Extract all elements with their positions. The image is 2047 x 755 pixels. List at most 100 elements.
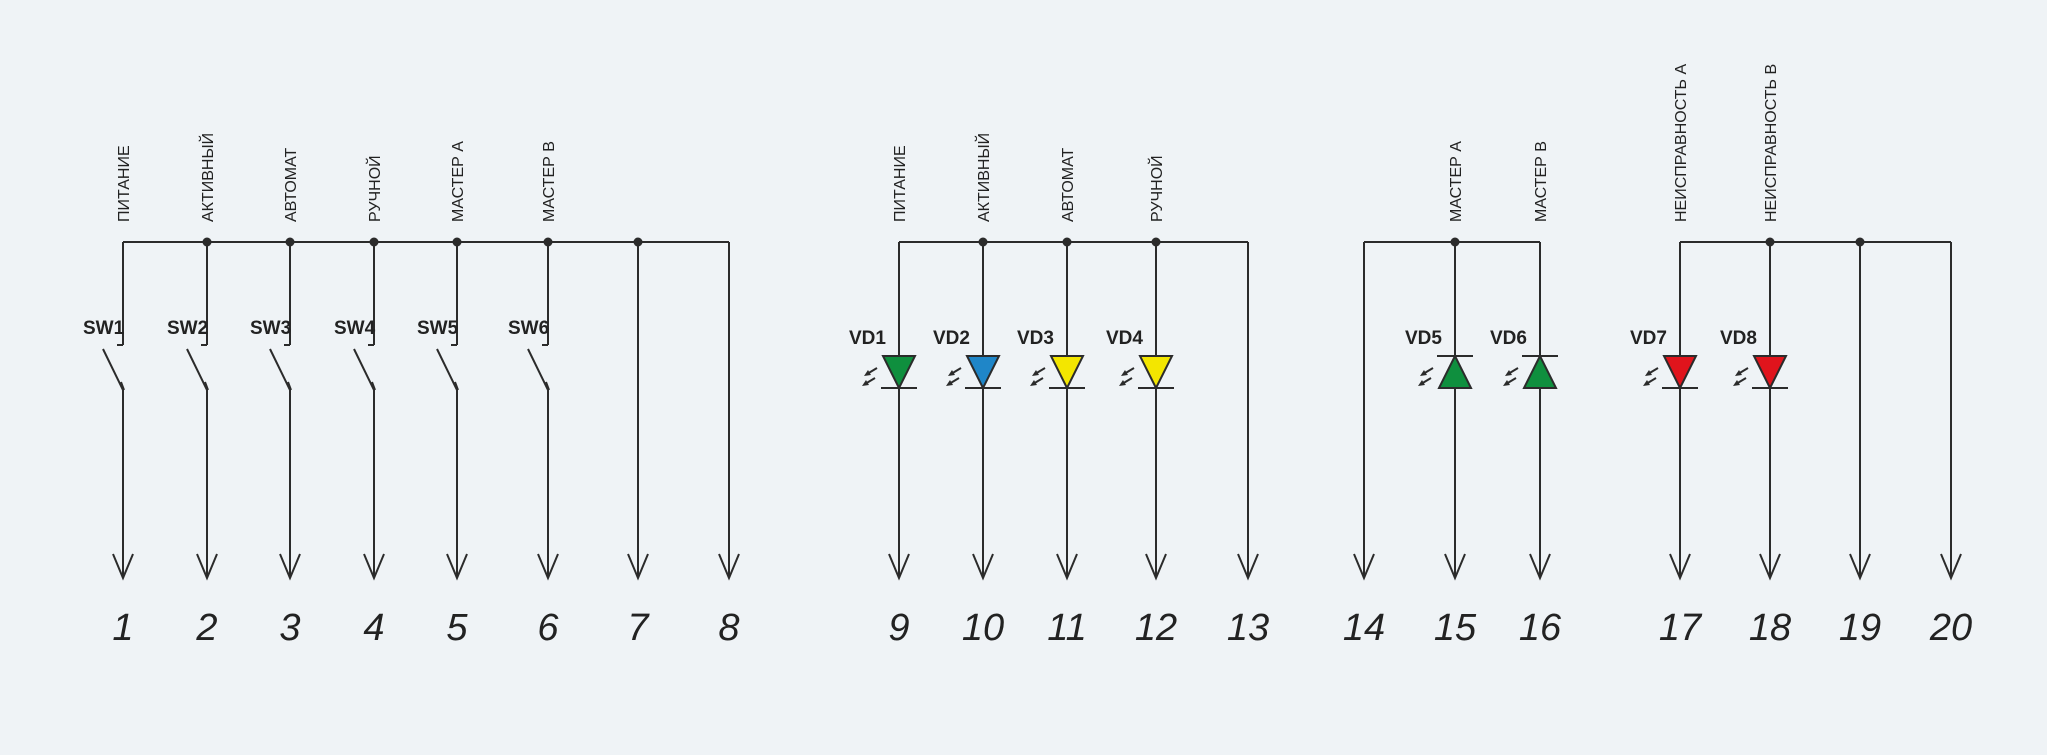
signal-label-switches-1: ПИТАНИЕ (116, 145, 133, 222)
SW5-label: SW5 (417, 318, 459, 339)
signal-label-fault-leds-1: НЕИСПРАВНОСТЬ А (1673, 64, 1690, 222)
arrow-pin-5 (446, 553, 468, 581)
SW3-lever-top (287, 381, 292, 391)
signal-label-fault-leds-2: НЕИСПРАВНОСТЬ В (1763, 64, 1780, 222)
SW3-label: SW3 (250, 318, 291, 339)
VD2-emission-arrow (948, 370, 955, 376)
signal-label-status-leds-2: АКТИВНЫЙ (974, 133, 993, 222)
components-layer (102, 344, 1788, 391)
pin-number-12: 12 (1135, 607, 1177, 649)
VD3-emission-arrow (1030, 380, 1037, 386)
VD8-emission-arrow (1733, 380, 1740, 386)
pin-number-3: 3 (279, 607, 300, 649)
VD3-led-triangle (1049, 355, 1085, 391)
VD5-emission-arrow (1420, 370, 1427, 376)
VD6-label: VD6 (1490, 328, 1527, 349)
arrow-pin-12 (1145, 553, 1167, 581)
VD3-emission-arrow (1032, 370, 1039, 376)
pin-number-16: 16 (1519, 607, 1562, 649)
SW5-lever (436, 348, 458, 391)
VD6-emission-arrow (1505, 370, 1512, 376)
pin-number-20: 20 (1929, 607, 1972, 649)
signal-label-master-leds-2: МАСТЕР В (1533, 141, 1550, 222)
VD1-emission-arrow (864, 370, 871, 376)
SW3-lever (269, 348, 291, 391)
arrow-pin-11 (1056, 553, 1078, 581)
arrow-pin-8 (718, 553, 740, 581)
signal-label-status-leds-1: ПИТАНИЕ (892, 145, 909, 222)
SW4-lever (353, 348, 375, 391)
wires-layer (112, 237, 1962, 581)
VD8-label: VD8 (1720, 328, 1757, 349)
VD4-emission-arrow (1121, 370, 1128, 376)
pin-number-15: 15 (1434, 607, 1477, 649)
VD8-emission-arrow (1735, 370, 1742, 376)
pin-number-19: 19 (1839, 607, 1881, 649)
SW1-label: SW1 (83, 318, 125, 339)
arrow-pin-10 (972, 553, 994, 581)
arrow-pin-2 (196, 553, 218, 581)
SW6-lever-top (545, 381, 550, 391)
SW6-label: SW6 (508, 318, 549, 339)
VD7-led-triangle (1662, 355, 1698, 391)
signal-label-status-leds-3: АВТОМАТ (1060, 147, 1077, 222)
arrow-pin-19 (1849, 553, 1871, 581)
pin-number-17: 17 (1659, 607, 1703, 649)
pin-number-14: 14 (1343, 607, 1385, 649)
VD1-led-triangle (881, 355, 917, 391)
signal-label-status-leds-4: РУЧНОЙ (1147, 155, 1166, 222)
arrow-pin-6 (537, 553, 559, 581)
arrow-pin-9 (888, 553, 910, 581)
arrow-pin-4 (363, 553, 385, 581)
SW6-lever (527, 348, 549, 391)
pin-number-18: 18 (1749, 607, 1791, 649)
SW1-lever-top (120, 381, 125, 391)
pin-number-1: 1 (112, 607, 133, 649)
SW4-lever-top (371, 381, 376, 391)
SW4-label: SW4 (334, 318, 376, 339)
SW2-label: SW2 (167, 318, 208, 339)
pin-number-10: 10 (962, 607, 1004, 649)
arrow-pin-20 (1940, 553, 1962, 581)
pin-number-6: 6 (537, 607, 559, 649)
VD7-emission-arrow (1643, 380, 1650, 386)
pin-number-7: 7 (627, 607, 650, 649)
pin-number-11: 11 (1047, 607, 1086, 649)
signal-label-master-leds-1: МАСТЕР А (1448, 141, 1465, 222)
VD6-emission-arrow (1503, 380, 1510, 386)
arrow-pin-14 (1353, 553, 1375, 581)
signal-label-switches-4: РУЧНОЙ (365, 155, 384, 222)
labels-layer: ПИТАНИЕ АКТИВНЫЙ АВТОМАТ РУЧНОЙ МАСТЕР А МАСТ… (83, 64, 1972, 649)
pin-number-4: 4 (363, 607, 384, 649)
pin-number-13: 13 (1227, 607, 1269, 649)
signal-label-switches-6: МАСТЕР В (541, 141, 558, 222)
SW5-lever-top (454, 381, 459, 391)
VD3-label: VD3 (1017, 328, 1054, 349)
signal-label-switches-2: АКТИВНЫЙ (198, 133, 217, 222)
pin-number-2: 2 (195, 607, 217, 649)
pin-number-5: 5 (446, 607, 468, 649)
VD5-label: VD5 (1405, 328, 1442, 349)
arrow-pin-17 (1669, 553, 1691, 581)
VD1-label: VD1 (849, 328, 886, 349)
SW1-lever (102, 348, 124, 391)
VD7-emission-arrow (1645, 370, 1652, 376)
arrow-pin-13 (1237, 553, 1259, 581)
arrow-pin-3 (279, 553, 301, 581)
signal-label-switches-3: АВТОМАТ (283, 147, 300, 222)
VD2-emission-arrow (946, 380, 953, 386)
SW2-lever (186, 348, 208, 391)
SW2-lever-top (204, 381, 209, 391)
VD4-label: VD4 (1106, 328, 1143, 349)
VD5-led-triangle (1437, 353, 1473, 389)
arrow-pin-7 (627, 553, 649, 581)
arrow-pin-1 (112, 553, 134, 581)
VD7-label: VD7 (1630, 328, 1667, 349)
pin-number-8: 8 (718, 607, 739, 649)
arrow-pin-15 (1444, 553, 1466, 581)
VD1-emission-arrow (862, 380, 869, 386)
VD8-led-triangle (1752, 355, 1788, 391)
signal-label-switches-5: МАСТЕР А (450, 141, 467, 222)
